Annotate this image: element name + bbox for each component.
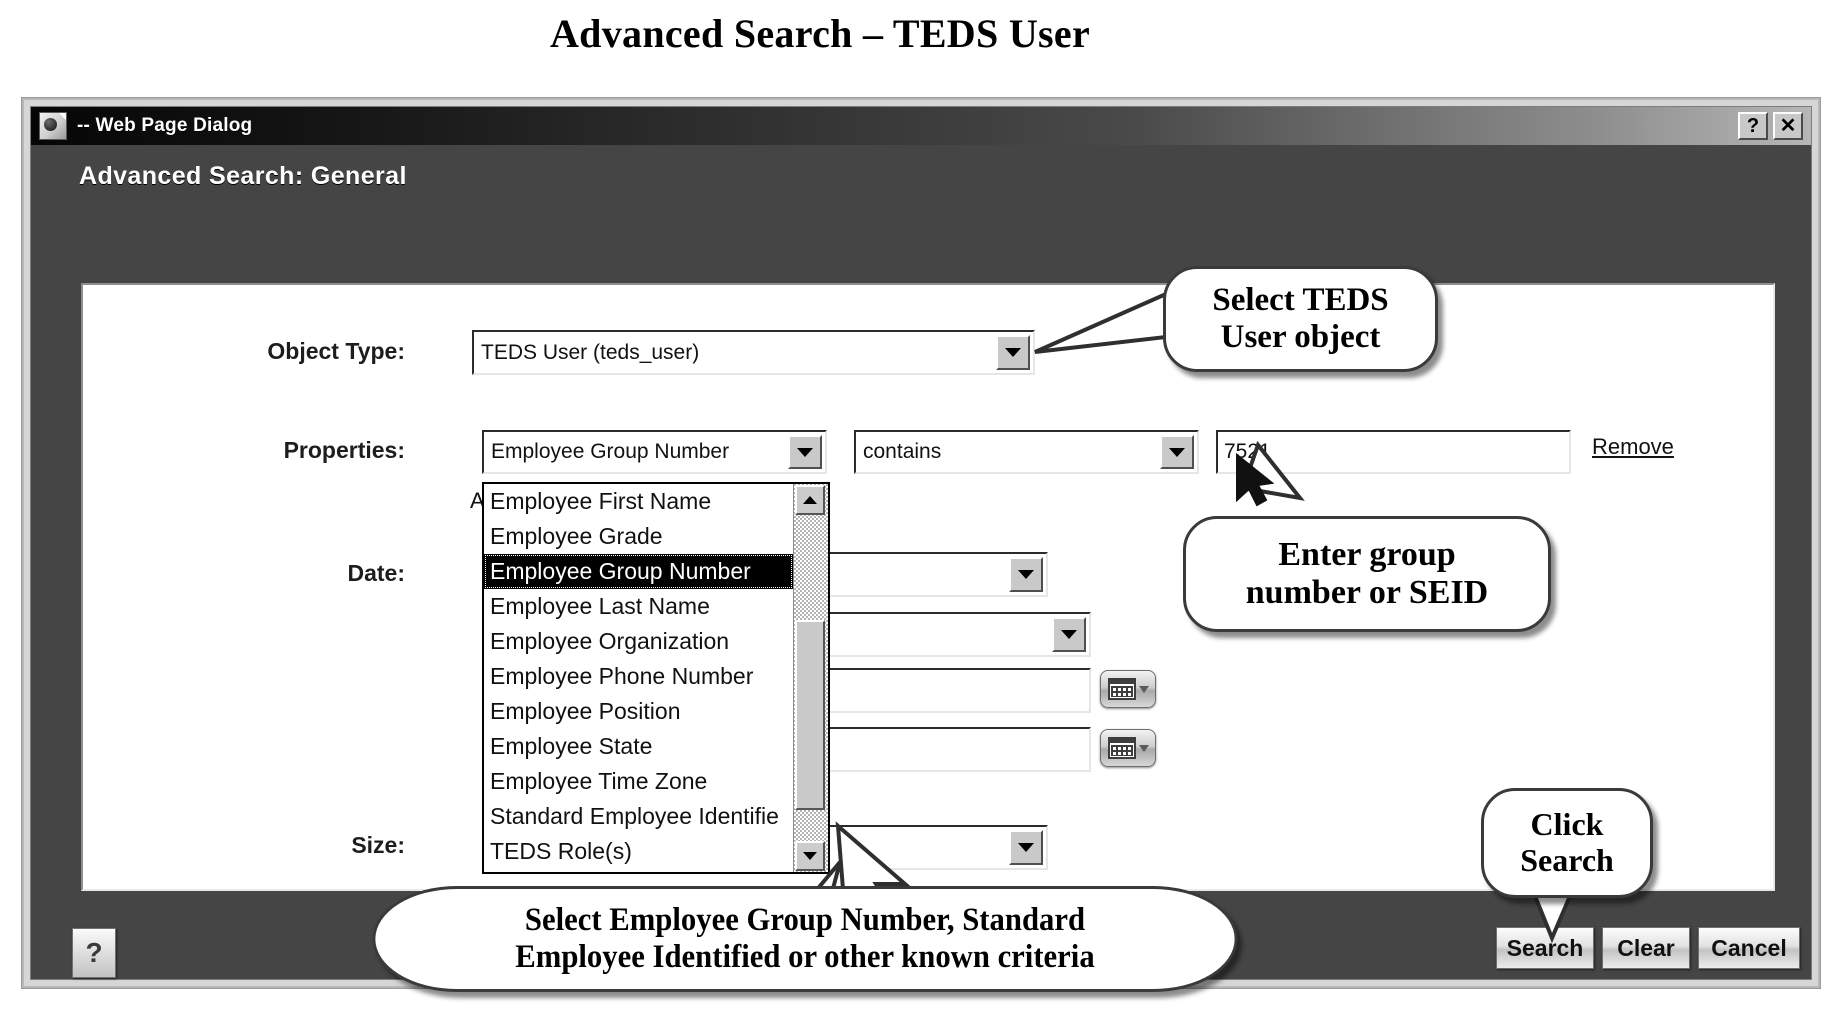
- web-page-icon: [39, 112, 67, 140]
- list-item[interactable]: Employee Last Name: [490, 593, 710, 619]
- date-label: Date:: [347, 560, 405, 586]
- property-field-dropdown-list[interactable]: Employee First Name Employee Grade Emplo…: [482, 482, 830, 874]
- callout-line-2: Search: [1520, 842, 1614, 878]
- callout-line-2: number or SEID: [1245, 574, 1489, 611]
- list-item[interactable]: TEDS Role(s): [490, 838, 632, 864]
- list-item[interactable]: Employee Phone Number: [490, 663, 754, 689]
- callout-line-1: Enter group: [1278, 535, 1456, 573]
- dropdown-options: Employee First Name Employee Grade Emplo…: [484, 484, 793, 872]
- callout-line-1: Click: [1530, 806, 1604, 843]
- chevron-down-icon[interactable]: [1160, 435, 1194, 469]
- chevron-down-icon[interactable]: [996, 335, 1030, 370]
- size-field-select[interactable]: [826, 825, 1048, 870]
- list-item[interactable]: Employee Grade: [490, 523, 663, 549]
- dialog-titlebar[interactable]: -- Web Page Dialog ? ✕: [31, 107, 1811, 145]
- list-item-selected[interactable]: Employee Group Number: [484, 554, 793, 589]
- property-operator-value: contains: [863, 440, 942, 463]
- list-item[interactable]: Employee Position: [490, 698, 681, 724]
- object-type-label: Object Type:: [267, 338, 405, 364]
- callout-line-1: Select TEDS: [1212, 282, 1389, 319]
- date-operator-select[interactable]: [826, 612, 1091, 657]
- triangle-up-icon[interactable]: [795, 485, 825, 515]
- date-to-input[interactable]: [826, 727, 1091, 772]
- scrollbar-thumb[interactable]: [795, 620, 825, 810]
- hidden-row-text: A: [470, 488, 485, 513]
- date-field-select[interactable]: [826, 552, 1048, 597]
- callout-select-property: Select Employee Group Number, Standard E…: [372, 886, 1238, 992]
- help-button[interactable]: ?: [72, 928, 116, 978]
- page-title: Advanced Search – TEDS User: [550, 11, 1090, 56]
- callout-line-2: Employee Identified or other known crite…: [515, 939, 1095, 975]
- callout-enter-group: Enter group number or SEID: [1183, 516, 1551, 632]
- dialog-header: Advanced Search: General: [31, 145, 1811, 207]
- callout-select-object: Select TEDS User object: [1163, 266, 1438, 372]
- property-operator-select[interactable]: contains: [854, 430, 1199, 474]
- callout-click-search: Click Search: [1481, 788, 1653, 898]
- callout-line-1: Select Employee Group Number, Standard: [524, 902, 1086, 939]
- properties-label: Properties:: [283, 437, 405, 463]
- list-item[interactable]: Employee Organization: [490, 628, 730, 654]
- object-type-value: TEDS User (teds_user): [481, 340, 700, 364]
- date-from-input[interactable]: [826, 668, 1091, 713]
- cancel-button[interactable]: Cancel: [1698, 927, 1800, 969]
- chevron-down-icon[interactable]: [1052, 617, 1086, 652]
- window-controls: ? ✕: [1738, 112, 1811, 140]
- clear-button[interactable]: Clear: [1602, 927, 1690, 969]
- chevron-down-icon[interactable]: [1009, 557, 1043, 592]
- dialog-header-text: Advanced Search: General: [79, 161, 407, 190]
- calendar-picker-icon[interactable]: [1100, 729, 1156, 767]
- chevron-down-icon[interactable]: [788, 435, 822, 469]
- help-titlebar-button[interactable]: ?: [1738, 112, 1768, 140]
- dropdown-scrollbar[interactable]: [793, 484, 828, 872]
- list-item[interactable]: Employee State: [490, 733, 653, 759]
- dialog-title-text: -- Web Page Dialog: [77, 115, 253, 136]
- list-item[interactable]: Standard Employee Identifie: [490, 803, 779, 829]
- chevron-down-icon[interactable]: [1009, 830, 1043, 865]
- object-type-select[interactable]: TEDS User (teds_user): [472, 330, 1035, 375]
- callout-line-2: User object: [1220, 319, 1381, 355]
- list-item[interactable]: Employee Time Zone: [490, 768, 708, 794]
- list-item[interactable]: Employee First Name: [490, 488, 712, 514]
- size-label: Size:: [351, 832, 405, 858]
- property-field-select[interactable]: Employee Group Number: [482, 430, 827, 474]
- search-button[interactable]: Search: [1496, 927, 1594, 969]
- property-criteria-input[interactable]: 7521: [1216, 430, 1571, 474]
- close-icon[interactable]: ✕: [1773, 112, 1803, 140]
- triangle-down-icon[interactable]: [795, 841, 825, 871]
- remove-criterion-link[interactable]: Remove: [1592, 434, 1674, 459]
- property-field-value: Employee Group Number: [491, 440, 730, 463]
- calendar-picker-icon[interactable]: [1100, 670, 1156, 708]
